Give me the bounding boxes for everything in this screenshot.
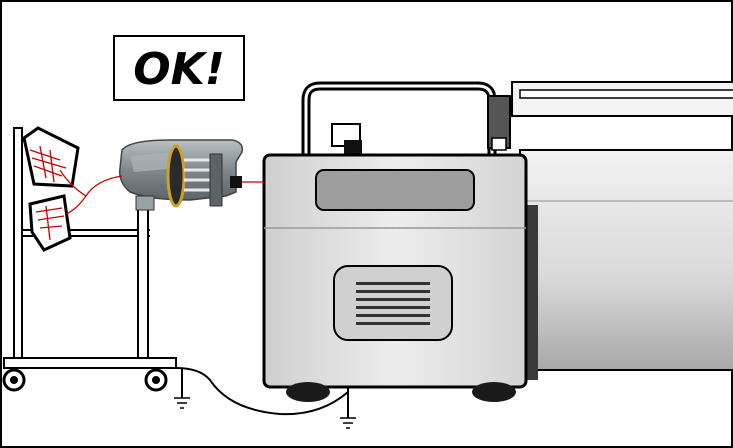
machine-foot-left bbox=[286, 382, 330, 402]
caster-wheel-icon bbox=[146, 370, 166, 390]
ok-callout-text: OK! bbox=[133, 44, 225, 95]
machine-body bbox=[264, 155, 526, 402]
ok-callout: OK! bbox=[114, 36, 244, 100]
gun-nozzle-ring bbox=[168, 146, 184, 206]
machine-display-panel bbox=[316, 170, 474, 210]
machine-foot-right bbox=[472, 382, 516, 402]
vent-grille-icon bbox=[334, 266, 452, 340]
caster-wheel-icon bbox=[4, 370, 24, 390]
